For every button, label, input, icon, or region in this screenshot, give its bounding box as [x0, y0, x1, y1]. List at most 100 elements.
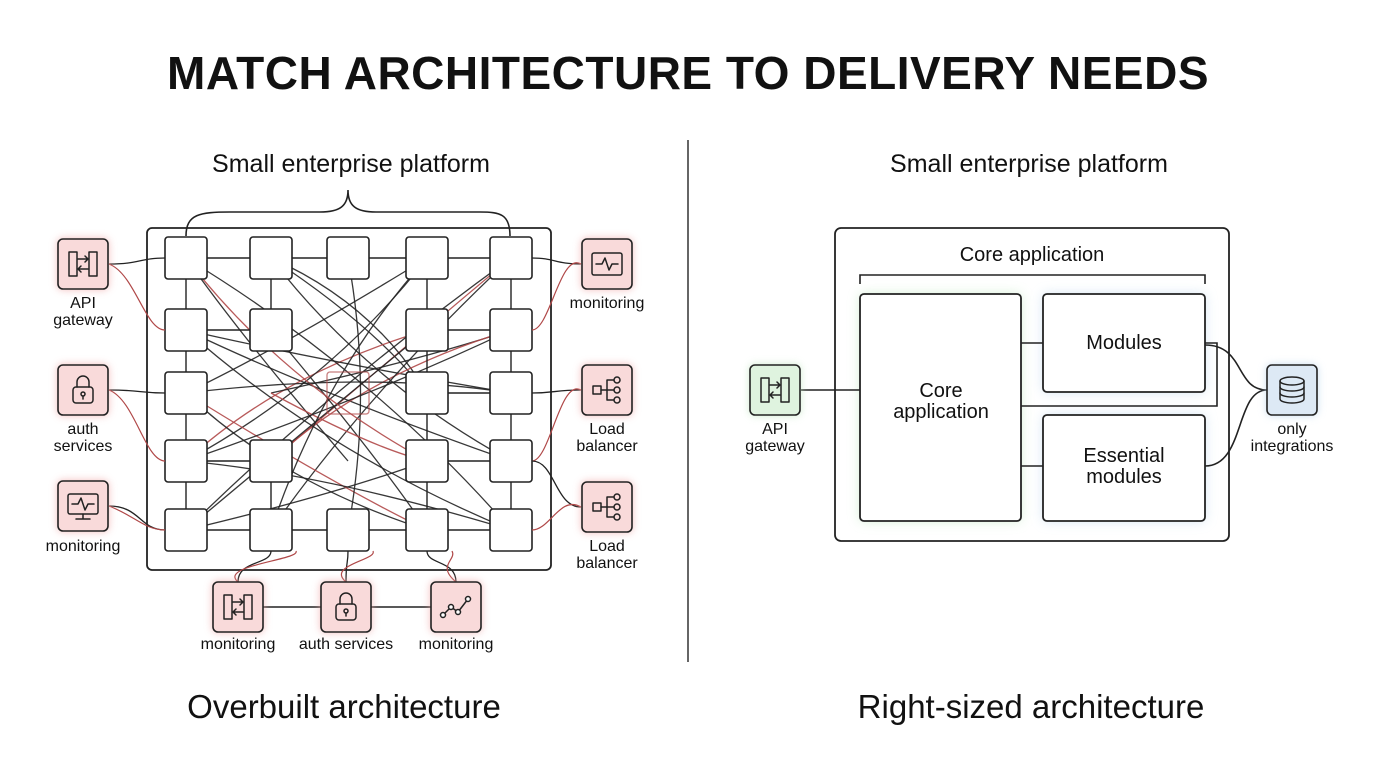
right-sized-panel: Core application Core application Module…	[745, 227, 1334, 542]
service-node	[326, 508, 370, 552]
api-gateway-label: API	[762, 421, 788, 438]
service-node	[164, 308, 208, 352]
core-application-box	[859, 293, 1022, 522]
right-service-icon-label: monitoring	[570, 295, 645, 312]
lock-icon	[72, 375, 94, 404]
left-service-icon-label: auth	[67, 421, 98, 438]
mesh-connection	[185, 257, 428, 394]
service-node	[249, 308, 293, 352]
grid-brace	[185, 189, 511, 237]
left-service-icon-label: API	[70, 295, 96, 312]
mesh-connection	[270, 329, 512, 462]
right-service-icon: monitoring	[570, 238, 645, 312]
mesh-connection	[185, 329, 428, 462]
service-node	[326, 236, 370, 280]
right-service-icon-label: Load	[589, 421, 625, 438]
service-node	[405, 236, 449, 280]
lock-icon	[335, 592, 357, 621]
bottom-service-icon: monitoring	[419, 581, 494, 653]
service-node	[249, 236, 293, 280]
service-node	[164, 371, 208, 415]
mesh-connection	[185, 392, 428, 531]
bottom-service-icon: monitoring	[201, 581, 276, 653]
api-gateway-label: gateway	[745, 438, 805, 455]
left-panel-title: Small enterprise platform	[212, 150, 490, 178]
database-icon	[1279, 376, 1305, 404]
core-box-line1: Core	[919, 380, 962, 402]
left-service-icon: monitoring	[46, 480, 121, 555]
right-service-icon-label: Load	[589, 538, 625, 555]
mesh-connection	[185, 392, 428, 531]
service-node	[405, 508, 449, 552]
mesh-connection	[185, 257, 512, 531]
modules-box-label: Modules	[1086, 332, 1162, 354]
service-node	[405, 308, 449, 352]
service-node	[489, 236, 533, 280]
mesh-connection	[270, 257, 512, 531]
bottom-service-icon: auth services	[299, 581, 393, 653]
service-node	[164, 439, 208, 483]
service-node	[405, 439, 449, 483]
mesh-connection	[185, 329, 428, 531]
mesh-connection	[270, 392, 428, 462]
mesh-connection	[185, 329, 512, 462]
service-node	[489, 508, 533, 552]
mesh-connection	[185, 460, 512, 531]
core-container-label: Core application	[960, 244, 1105, 266]
mesh-connection	[185, 329, 512, 394]
overbuilt-container	[146, 227, 552, 571]
left-caption: Overbuilt architecture	[187, 688, 501, 725]
essential-box-line2: modules	[1086, 466, 1162, 488]
right-service-icon-label: balancer	[576, 438, 638, 455]
left-service-icon-label: monitoring	[46, 538, 121, 555]
right-caption: Right-sized architecture	[857, 688, 1205, 725]
mesh-connection	[185, 329, 512, 462]
api-gateway-icon	[68, 251, 98, 277]
right-service-icon-label: balancer	[576, 555, 638, 572]
right-panel-title: Small enterprise platform	[890, 150, 1168, 178]
service-node	[249, 508, 293, 552]
modules-box	[1042, 293, 1206, 393]
service-node	[489, 308, 533, 352]
mesh-connection	[185, 257, 512, 531]
mesh-connection	[185, 257, 428, 462]
integrations-label: integrations	[1251, 438, 1334, 455]
service-node	[489, 439, 533, 483]
service-node	[249, 439, 293, 483]
essential-modules-box	[1042, 414, 1206, 522]
service-node	[405, 371, 449, 415]
bottom-service-icon-label: monitoring	[419, 636, 494, 653]
service-node	[164, 236, 208, 280]
bottom-service-icon-label: monitoring	[201, 636, 276, 653]
mesh-connection	[185, 381, 512, 394]
api-gateway-icon	[760, 377, 790, 403]
core-bracket	[859, 274, 1206, 284]
left-service-icon-label: services	[54, 438, 113, 455]
service-node	[489, 371, 533, 415]
bottom-service-icon-label: auth services	[299, 636, 393, 653]
integrations-label: only	[1277, 421, 1306, 438]
page-title: MATCH ARCHITECTURE TO DELIVERY NEEDS	[167, 47, 1209, 99]
mesh-connection	[185, 460, 428, 531]
monitor-icon	[67, 493, 99, 520]
mesh-connection	[185, 329, 512, 531]
ghost-service-node	[326, 371, 370, 415]
essential-box-line1: Essential	[1083, 445, 1164, 467]
mesh-connection	[270, 257, 428, 531]
line-graph-icon	[439, 595, 472, 619]
pulse-icon	[591, 252, 623, 276]
mesh-connection	[185, 257, 428, 462]
mesh-connection	[347, 257, 362, 531]
left-service-icon-label: gateway	[53, 312, 113, 329]
service-node	[164, 508, 208, 552]
core-box-line2: application	[893, 401, 989, 423]
load-balancer-icon	[592, 493, 621, 521]
api-gateway-icon	[223, 594, 253, 620]
